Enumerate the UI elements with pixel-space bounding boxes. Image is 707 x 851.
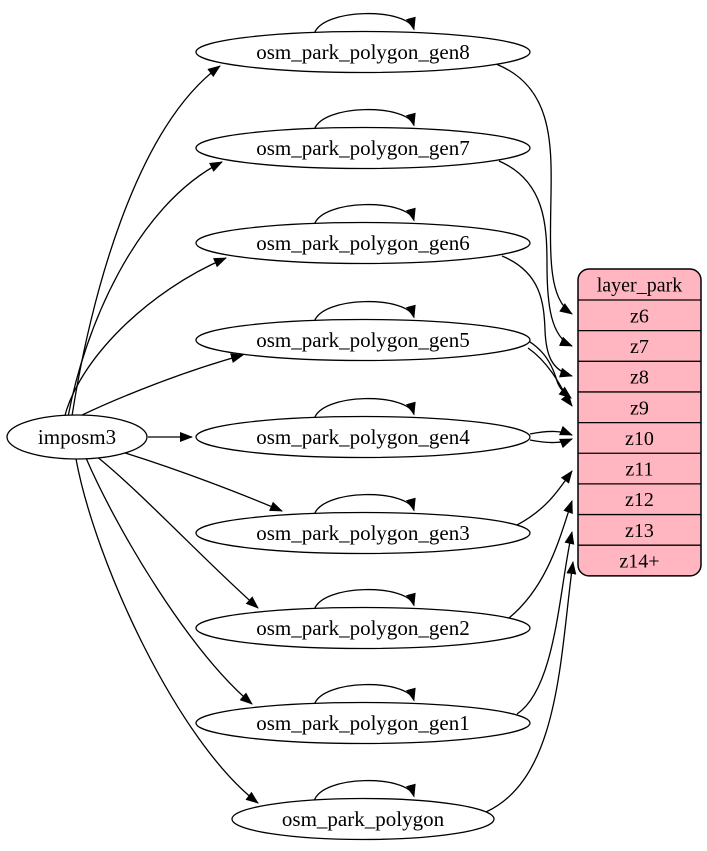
layer-row-z13: z13 [625,520,654,542]
node-osm_park_polygon_gen8: osm_park_polygon_gen8 [195,30,531,74]
layer-row-z10: z10 [625,428,654,450]
layer-row-z7: z7 [630,336,649,358]
node-ellipse-osm_park_polygon_gen4 [195,415,531,459]
layer-row-z14+: z14+ [619,551,659,573]
node-osm_park_polygon_gen6: osm_park_polygon_gen6 [195,221,531,265]
edge-osm_park_polygon_gen4-to-z10-2 [529,438,573,449]
edge-osm_park_polygon_gen6-to-z8 [501,255,573,378]
edge-osm_park_polygon_gen1-to-z13 [516,531,575,715]
layer-row-z8: z8 [630,367,649,389]
edge-osm_park_polygon_gen5-to-z9-2 [527,347,573,407]
layer-row-z11: z11 [625,459,653,481]
node-label-osm_park_polygon_gen3: osm_park_polygon_gen3 [256,521,469,545]
node-ellipse-osm_park_polygon [231,797,495,841]
node-label-osm_park_polygon_gen4: osm_park_polygon_gen4 [256,425,470,449]
node-osm_park_polygon_gen7: osm_park_polygon_gen7 [195,126,531,170]
node-osm_park_polygon_gen4: osm_park_polygon_gen4 [195,415,531,459]
edge-imposm3-to-osm_park_polygon_gen5 [79,353,244,417]
edge-imposm3-to-osm_park_polygon_gen2 [95,455,259,609]
edge-imposm3-to-osm_park_polygon [75,458,259,804]
node-ellipse-osm_park_polygon_gen5 [195,318,531,362]
layer-row-z9: z9 [630,397,649,419]
self-loop-osm_park_polygon_gen7 [313,108,416,131]
edge-imposm3-to-osm_park_polygon_gen1 [85,457,253,705]
layer-row-z12: z12 [625,489,654,511]
edges-group [63,12,577,813]
self-loop-osm_park_polygon_gen8 [313,12,416,35]
node-ellipse-osm_park_polygon_gen7 [195,126,531,170]
edge-imposm3-to-osm_park_polygon_gen6 [63,257,227,420]
self-loop-osm_park_polygon_gen6 [313,203,416,226]
self-loop-osm_park_polygon [313,779,416,802]
node-ellipse-osm_park_polygon_gen2 [195,606,531,650]
node-ellipse-osm_park_polygon_gen3 [195,511,531,555]
self-loop-osm_park_polygon_gen3 [313,493,416,516]
node-osm_park_polygon_gen2: osm_park_polygon_gen2 [195,606,531,650]
self-loop-osm_park_polygon_gen1 [313,683,416,706]
node-ellipse-osm_park_polygon_gen1 [195,701,531,745]
edge-osm_park_polygon_gen3-to-z11 [516,470,573,526]
node-ellipse-osm_park_polygon_gen6 [195,221,531,265]
self-loop-osm_park_polygon_gen2 [313,588,416,611]
edge-imposm3-to-osm_park_polygon_gen7 [67,161,223,418]
edge-imposm3-to-osm_park_polygon_gen3 [121,451,283,512]
node-label-osm_park_polygon_gen2: osm_park_polygon_gen2 [256,616,469,640]
node-osm_park_polygon: osm_park_polygon [231,797,495,841]
self-loop-osm_park_polygon_gen4 [313,397,416,420]
layer-row-z6: z6 [630,305,649,327]
node-label-osm_park_polygon: osm_park_polygon [282,807,445,831]
layer-table: layer_park z6 z7 z8 z9 z10 z11 z12 z13 z14+ [577,268,702,577]
nodes-group: imposm3 osm_park_polygon_gen8 osm_park_pol… [6,30,531,841]
node-label-osm_park_polygon_gen6: osm_park_polygon_gen6 [256,231,469,255]
node-osm_park_polygon_gen3: osm_park_polygon_gen3 [195,511,531,555]
self-loop-osm_park_polygon_gen5 [313,300,416,323]
node-label-osm_park_polygon_gen8: osm_park_polygon_gen8 [256,40,469,64]
node-label-osm_park_polygon_gen7: osm_park_polygon_gen7 [256,136,469,160]
node-ellipse-imposm3 [6,414,148,460]
node-imposm3: imposm3 [6,414,148,460]
node-osm_park_polygon_gen1: osm_park_polygon_gen1 [195,701,531,745]
edge-osm_park_polygon_gen4-to-z10 [529,425,573,436]
edge-osm_park_polygon_gen8-to-z6 [495,63,573,315]
edge-osm_park_polygon_gen2-to-z12 [508,500,573,619]
node-ellipse-osm_park_polygon_gen8 [195,30,531,74]
node-label-imposm3: imposm3 [38,425,116,449]
edge-osm_park_polygon_gen7-to-z7 [498,160,573,347]
node-label-osm_park_polygon_gen1: osm_park_polygon_gen1 [256,711,469,735]
node-label-osm_park_polygon_gen5: osm_park_polygon_gen5 [256,328,469,352]
edge-osm_park_polygon-to-z14+ [485,561,577,813]
node-osm_park_polygon_gen5: osm_park_polygon_gen5 [195,318,531,362]
layer-table-title: layer_park [597,275,683,297]
